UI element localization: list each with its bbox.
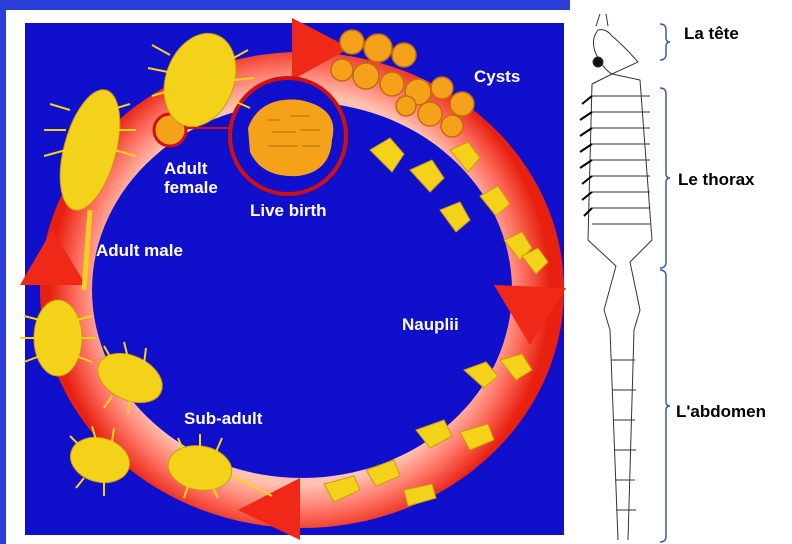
label-adult-female-line2: female [164, 179, 218, 198]
label-adult-male: Adult male [96, 242, 183, 261]
artemia-anatomy-drawing [580, 14, 652, 540]
bracket-head [660, 24, 670, 60]
label-adult-female-line1: Adult [164, 160, 218, 179]
label-head: La tête [684, 24, 739, 44]
label-cysts: Cysts [474, 68, 520, 87]
label-live-birth: Live birth [250, 202, 327, 221]
label-abdomen: L'abdomen [676, 402, 766, 422]
brood-pouch [230, 78, 346, 194]
label-thorax: Le thorax [678, 170, 755, 190]
adult-artemia [34, 23, 248, 376]
label-adult-female: Adult female [164, 160, 218, 197]
anatomy-brackets [660, 24, 670, 542]
label-sub-adult: Sub-adult [184, 410, 262, 429]
bracket-abdomen [660, 270, 670, 542]
bracket-thorax [660, 88, 670, 268]
label-nauplii: Nauplii [402, 316, 459, 335]
